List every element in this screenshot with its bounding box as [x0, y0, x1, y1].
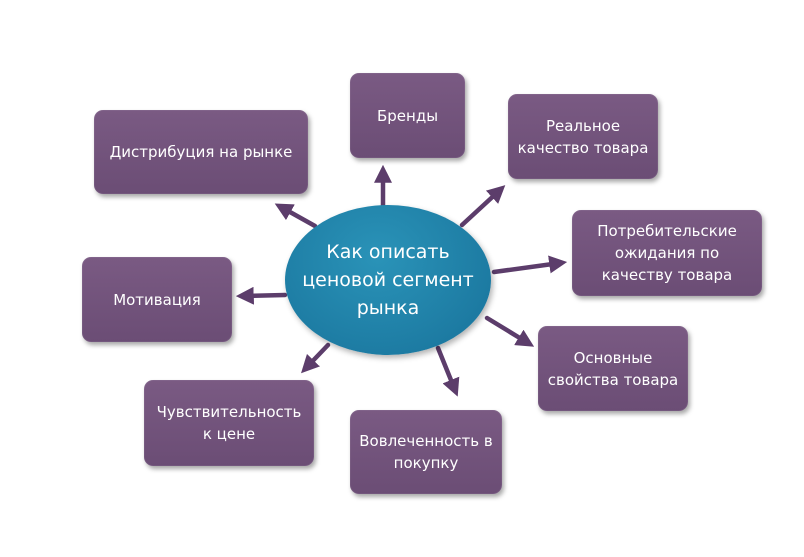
- node-real-quality: Реальное качество товара: [508, 94, 658, 179]
- node-motivation: Мотивация: [82, 257, 232, 342]
- arrow-to-main-properties: [484, 315, 535, 347]
- node-involvement-label: Вовлеченность в покупку: [359, 432, 493, 472]
- center-topic: Как описать ценовой сегмент рынка: [285, 205, 491, 355]
- node-distribution-label: Дистрибуция на рынке: [109, 143, 293, 161]
- arrow-to-expectations: [491, 255, 568, 275]
- node-motivation-label: Мотивация: [113, 290, 201, 309]
- arrow-to-real-quality: [459, 185, 506, 228]
- node-brands-label: Бренды: [376, 106, 439, 125]
- node-expectations-label: Потребительские ожидания по качеству тов…: [597, 222, 737, 284]
- arrow-to-involvement: [435, 345, 460, 397]
- node-main-properties-label: Основные свойства товара: [547, 348, 679, 389]
- node-main-properties: Основные свойства товара: [538, 326, 688, 411]
- arrow-to-distribution: [274, 203, 318, 229]
- node-brands: Бренды: [350, 73, 465, 158]
- arrow-to-price-sensitivity: [301, 342, 331, 374]
- node-distribution: Дистрибуция на рынке: [94, 110, 308, 194]
- center-topic-label: Как описать ценовой сегмент рынка: [302, 241, 474, 319]
- node-expectations: Потребительские ожидания по качеству тов…: [572, 210, 762, 296]
- arrow-to-motivation: [235, 286, 288, 305]
- node-involvement: Вовлеченность в покупку: [350, 410, 502, 494]
- node-price-sensitivity: Чувствительность к цене: [144, 380, 314, 466]
- node-price-sensitivity-label: Чувствительность к цене: [156, 403, 302, 443]
- node-real-quality-label: Реальное качество товара: [517, 116, 649, 157]
